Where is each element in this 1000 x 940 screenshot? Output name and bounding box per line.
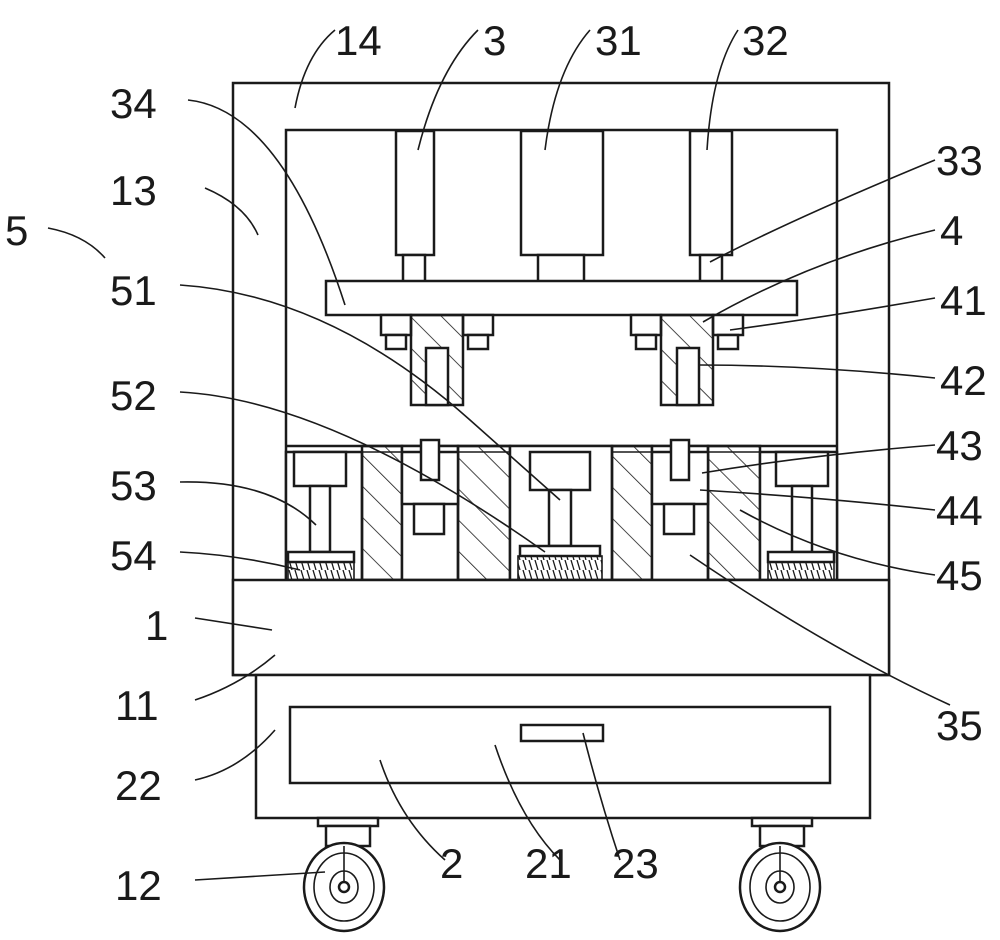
- caster-left: [302, 816, 386, 933]
- base-table: [231, 578, 891, 677]
- press-plate: [324, 279, 799, 317]
- label-44: 44: [936, 487, 983, 534]
- label-11: 11: [115, 682, 159, 729]
- label-1: 1: [145, 602, 168, 649]
- label-4: 4: [940, 207, 963, 254]
- label-3: 3: [483, 17, 506, 64]
- label-45: 45: [936, 552, 983, 599]
- cabinet: [254, 673, 872, 820]
- label-42: 42: [940, 357, 987, 404]
- drawer-handle: [519, 723, 605, 743]
- label-12: 12: [115, 862, 162, 909]
- die-heads: [400, 438, 710, 536]
- upper-punches: [379, 313, 745, 407]
- label-2: 2: [440, 840, 463, 887]
- label-54: 54: [110, 532, 157, 579]
- label-41: 41: [940, 277, 987, 324]
- brush-units: [286, 450, 836, 581]
- label-22: 22: [115, 762, 162, 809]
- label-43: 43: [936, 422, 983, 469]
- label-5: 5: [5, 207, 28, 254]
- caster-right: [738, 816, 822, 933]
- label-35: 35: [936, 702, 983, 749]
- label-33: 33: [936, 137, 983, 184]
- label-31: 31: [595, 17, 642, 64]
- leader-lines: [47, 29, 951, 881]
- label-34: 34: [110, 80, 157, 127]
- label-23: 23: [612, 840, 659, 887]
- label-21: 21: [525, 840, 572, 887]
- label-53: 53: [110, 462, 157, 509]
- label-51: 51: [110, 267, 157, 314]
- callout-labels: 14 3 31 32 34 33 13 5 4 51 41 42 52 43 5…: [5, 17, 987, 909]
- cylinders: [394, 129, 734, 284]
- label-32: 32: [742, 17, 789, 64]
- label-14: 14: [335, 17, 382, 64]
- label-13: 13: [110, 167, 157, 214]
- label-52: 52: [110, 372, 157, 419]
